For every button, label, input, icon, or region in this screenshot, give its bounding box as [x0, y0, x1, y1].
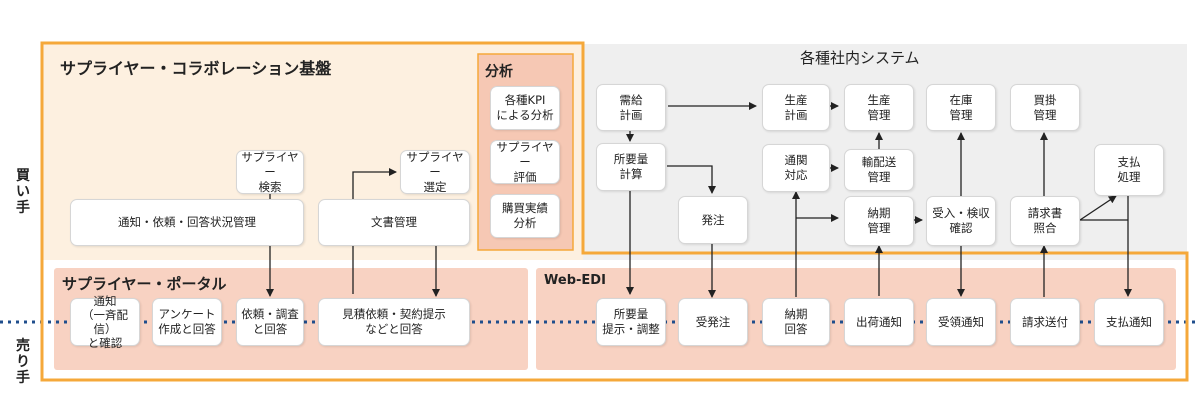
demand-plan-box: 需給 計画 [596, 84, 666, 131]
webedi-title: Web-EDI [544, 273, 606, 288]
payment-notice-box: 支払通知 [1094, 298, 1164, 346]
delivery-reply-box: 納期 回答 [762, 298, 830, 346]
payment-proc-box: 支払 処理 [1094, 144, 1164, 196]
receipt-notice-box: 受領通知 [926, 298, 996, 346]
requirement-calc-box: 所要量 計算 [596, 143, 666, 191]
ap-mgmt-box: 買掛 管理 [1010, 84, 1080, 131]
analysis-outline [477, 53, 574, 251]
prod-plan-box: 生産 計画 [762, 84, 830, 131]
supplier-search-box: サプライヤー 検索 [236, 150, 304, 194]
receive-inspect-box: 受入・検収 確認 [926, 196, 996, 246]
invoice-match-box: 請求書 照合 [1010, 196, 1080, 246]
purchase-analysis-box: 購買実績 分析 [490, 194, 560, 238]
portal-title: サプライヤー・ポータル [62, 275, 227, 293]
delivery-mgmt-box: 納期 管理 [844, 196, 914, 246]
notify-mgmt-box: 通知・依頼・回答状況管理 [70, 199, 304, 246]
seller-label: 売り手 [16, 338, 30, 386]
order-receive-box: 受発注 [678, 298, 748, 346]
supplier-eval-box: サプライヤー 評価 [490, 140, 560, 184]
order-box: 発注 [678, 196, 748, 244]
quote-contract-box: 見積依頼・契約提示 などと回答 [318, 298, 470, 346]
internal-systems-title: 各種社内システム [800, 49, 920, 67]
inventory-mgmt-box: 在庫 管理 [926, 84, 996, 131]
prod-mgmt-box: 生産 管理 [844, 84, 914, 131]
ship-notice-box: 出荷通知 [844, 298, 914, 346]
request-reply-box: 依頼・調査 と回答 [236, 298, 304, 346]
customs-box: 通関 対応 [762, 144, 830, 192]
req-present-box: 所要量 提示・調整 [596, 298, 666, 346]
notice-confirm-box: 通知 （一斉配信） と確認 [70, 294, 140, 350]
survey-box: アンケート 作成と回答 [152, 298, 222, 346]
doc-mgmt-box: 文書管理 [318, 199, 470, 246]
buyer-label: 買い手 [16, 168, 30, 216]
shipping-mgmt-box: 輸配送 管理 [844, 149, 914, 191]
supplier-select-box: サプライヤー 選定 [400, 150, 470, 194]
platform-title: サプライヤー・コラボレーション基盤 [60, 59, 332, 78]
analysis-title: 分析 [485, 64, 513, 80]
kpi-analysis-box: 各種KPI による分析 [490, 86, 560, 130]
invoice-send-box: 請求送付 [1010, 298, 1080, 346]
collab-platform-outline [40, 41, 1189, 382]
